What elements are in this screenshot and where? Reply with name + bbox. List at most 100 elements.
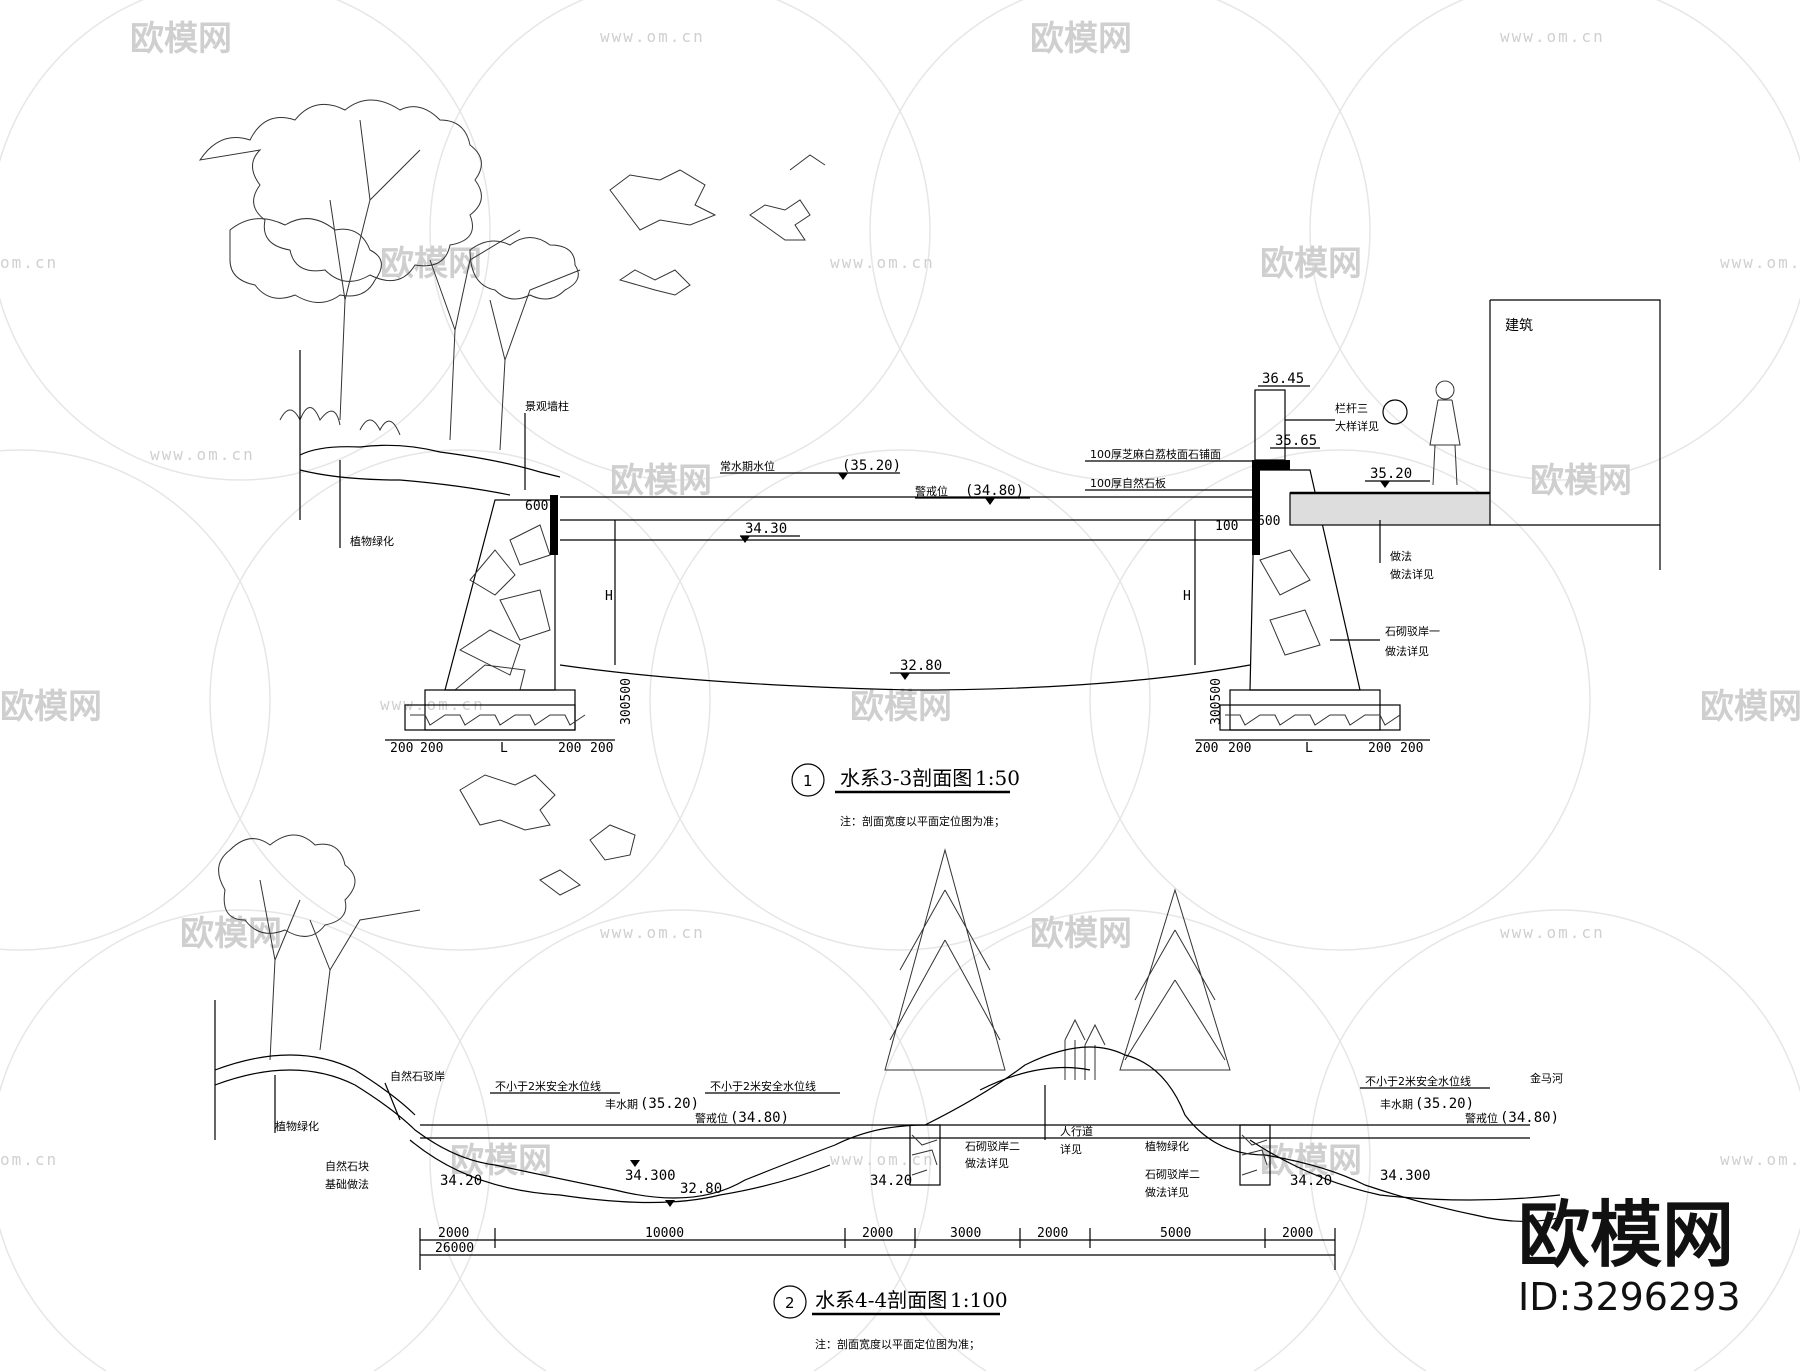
dim-H-right: H bbox=[1183, 589, 1191, 604]
label-normal-level-3: 丰水期 bbox=[1380, 1098, 1413, 1111]
section2-annotations: 自然石驳岸 植物绿化 自然石块 基础做法 不小于2米安全水位线 不小于2米安全水… bbox=[274, 1069, 1563, 1199]
dim-seg: 2000 bbox=[438, 1226, 469, 1241]
pond-bottom bbox=[559, 664, 1251, 691]
level-bank-mid: 34.20 bbox=[870, 1173, 912, 1189]
stone-revetment-right bbox=[1219, 389, 1401, 731]
wall-post bbox=[1254, 389, 1286, 461]
dim-base-right: 300500 bbox=[1209, 678, 1224, 725]
watermark-brand: 欧模网 bbox=[1030, 914, 1132, 954]
label-planting: 植物绿化 bbox=[350, 534, 394, 548]
dim-100: 100 bbox=[1215, 519, 1238, 534]
label-stone-ref-2: 做法详见 bbox=[965, 1156, 1009, 1170]
watermark-url: www.om.cn bbox=[600, 27, 705, 46]
watermark-url: www.om.cn bbox=[1720, 1150, 1800, 1169]
section2-note: 注：剖面宽度以平面定位图为准； bbox=[815, 1337, 980, 1351]
watermark-url: www.om.cn bbox=[830, 253, 935, 272]
level-water: 34.30 bbox=[745, 521, 787, 537]
dim-seg: 10000 bbox=[645, 1226, 684, 1241]
label-planting-3: 植物绿化 bbox=[1145, 1139, 1189, 1153]
level-water-2: 34.300 bbox=[625, 1168, 676, 1184]
label-warning-level: 警戒位 bbox=[915, 484, 948, 498]
label-planting-2: 植物绿化 bbox=[275, 1119, 319, 1133]
watermark-url: om.cn bbox=[0, 1150, 58, 1169]
level-ground-right: 35.20 bbox=[1370, 466, 1412, 482]
watermark-brand: 欧模网 bbox=[850, 687, 952, 727]
dim-200: 200 bbox=[1368, 741, 1391, 756]
label-stone-rev2-b: 石砌驳岸二 bbox=[1145, 1168, 1200, 1181]
label-method: 做法 bbox=[1390, 549, 1412, 563]
label-railing-ref: 大样详见 bbox=[1335, 419, 1379, 433]
paving-right bbox=[1289, 492, 1491, 526]
watermark-brand: 欧模网 bbox=[1530, 461, 1632, 501]
watermark-brand: 欧模网 bbox=[1260, 1141, 1362, 1181]
dim-200: 200 bbox=[558, 741, 581, 756]
label-normal-level: 常水期水位 bbox=[720, 459, 775, 473]
level-bottom: 32.80 bbox=[900, 658, 942, 674]
section1-number: 1 bbox=[803, 772, 813, 790]
section2-levels: 34.20 34.300 32.80 34.20 34.20 34.300 bbox=[440, 1160, 1431, 1207]
dim-200: 200 bbox=[590, 741, 613, 756]
label-natural-rock: 自然石块 bbox=[325, 1159, 369, 1173]
riverbed bbox=[409, 1139, 831, 1204]
watermark-brand: 欧模网 bbox=[130, 19, 232, 59]
label-stone-ref: 做法详见 bbox=[1385, 644, 1429, 658]
section1-scale: 1:50 bbox=[975, 766, 1020, 790]
label-natural-stone: 自然石驳岸 bbox=[390, 1069, 445, 1083]
label-stone-ref-3: 做法详见 bbox=[1145, 1185, 1189, 1199]
stone-rev2-right bbox=[1239, 1124, 1271, 1186]
dim-200: 200 bbox=[420, 741, 443, 756]
label-paving2: 100厚自然石板 bbox=[1090, 476, 1166, 490]
wall-coping-right bbox=[1252, 460, 1260, 555]
watermark-brand: 欧模网 bbox=[1700, 687, 1800, 727]
level-normal-2: (35.20) bbox=[640, 1096, 699, 1112]
dim-600-left: 600 bbox=[525, 499, 548, 514]
level-water-right: 34.300 bbox=[1380, 1168, 1431, 1184]
section-2: 自然石驳岸 植物绿化 自然石块 基础做法 不小于2米安全水位线 不小于2米安全水… bbox=[214, 774, 1586, 1351]
label-method-ref: 做法详见 bbox=[1390, 567, 1434, 581]
dim-200: 200 bbox=[1400, 741, 1423, 756]
building-outline bbox=[1490, 299, 1661, 570]
level-warning: (34.80) bbox=[965, 483, 1024, 499]
watermark-brand: 欧模网 bbox=[610, 461, 712, 501]
watermark-brand: 欧模网 bbox=[1030, 19, 1132, 59]
label-walkway: 人行道 bbox=[1060, 1124, 1093, 1138]
section2-number: 2 bbox=[785, 1294, 795, 1312]
label-stone-rev2: 石砌驳岸二 bbox=[965, 1140, 1020, 1153]
watermark-brand: 欧模网 bbox=[180, 914, 282, 954]
section2-title: 2 水系4-4剖面图 1:100 注：剖面宽度以平面定位图为准； bbox=[773, 1285, 1008, 1351]
dim-seg: 3000 bbox=[950, 1226, 981, 1241]
dim-200: 200 bbox=[1228, 741, 1251, 756]
watermark-brand: 欧模网 bbox=[1260, 244, 1362, 284]
label-safe-line: 不小于2米安全水位线 bbox=[710, 1079, 816, 1093]
label-safe-line: 不小于2米安全水位线 bbox=[495, 1079, 601, 1093]
watermark-url: www.om.cn bbox=[1500, 27, 1605, 46]
dim-L-right: L bbox=[1305, 741, 1313, 756]
label-golden-river: 金马河 bbox=[1530, 1071, 1563, 1085]
dim-seg: 2000 bbox=[862, 1226, 893, 1241]
section2-title-text: 水系4-4剖面图 bbox=[815, 1288, 947, 1312]
watermark-url: om.cn bbox=[0, 253, 58, 272]
dim-200: 200 bbox=[390, 741, 413, 756]
dim-600-right: 600 bbox=[1257, 514, 1280, 529]
level-bottom-2: 32.80 bbox=[680, 1181, 722, 1197]
stone-rev2-left bbox=[909, 1124, 941, 1186]
dim-H-left: H bbox=[605, 589, 613, 604]
label-warning-level-2: 警戒位 bbox=[695, 1111, 728, 1125]
label-safe-line: 不小于2米安全水位线 bbox=[1365, 1074, 1471, 1088]
watermark-brand: 欧模网 bbox=[0, 687, 102, 727]
section1-annotations: 景观墙柱 植物绿化 100厚芝麻白荔枝面石铺面 100厚自然石板 栏杆三 大样详… bbox=[339, 399, 1440, 658]
level-wall-mid: 35.65 bbox=[1275, 433, 1317, 449]
person-figure bbox=[1429, 380, 1461, 486]
section1-title-text: 水系3-3剖面图 bbox=[840, 766, 972, 790]
logo-id: ID:3296293 bbox=[1518, 1275, 1741, 1319]
stone-revetment-left bbox=[404, 495, 586, 731]
dim-L-left: L bbox=[500, 741, 508, 756]
section1-dimensions: 600 100 600 H H 300500 300500 200 200 L … bbox=[385, 499, 1430, 756]
tree-illustration bbox=[198, 99, 826, 451]
level-warning-3: (34.80) bbox=[1500, 1110, 1559, 1126]
dim-base-left: 300500 bbox=[619, 678, 634, 725]
tree-illustration-2 bbox=[218, 774, 1231, 1080]
logo-brand: 欧模网 bbox=[1518, 1193, 1734, 1277]
